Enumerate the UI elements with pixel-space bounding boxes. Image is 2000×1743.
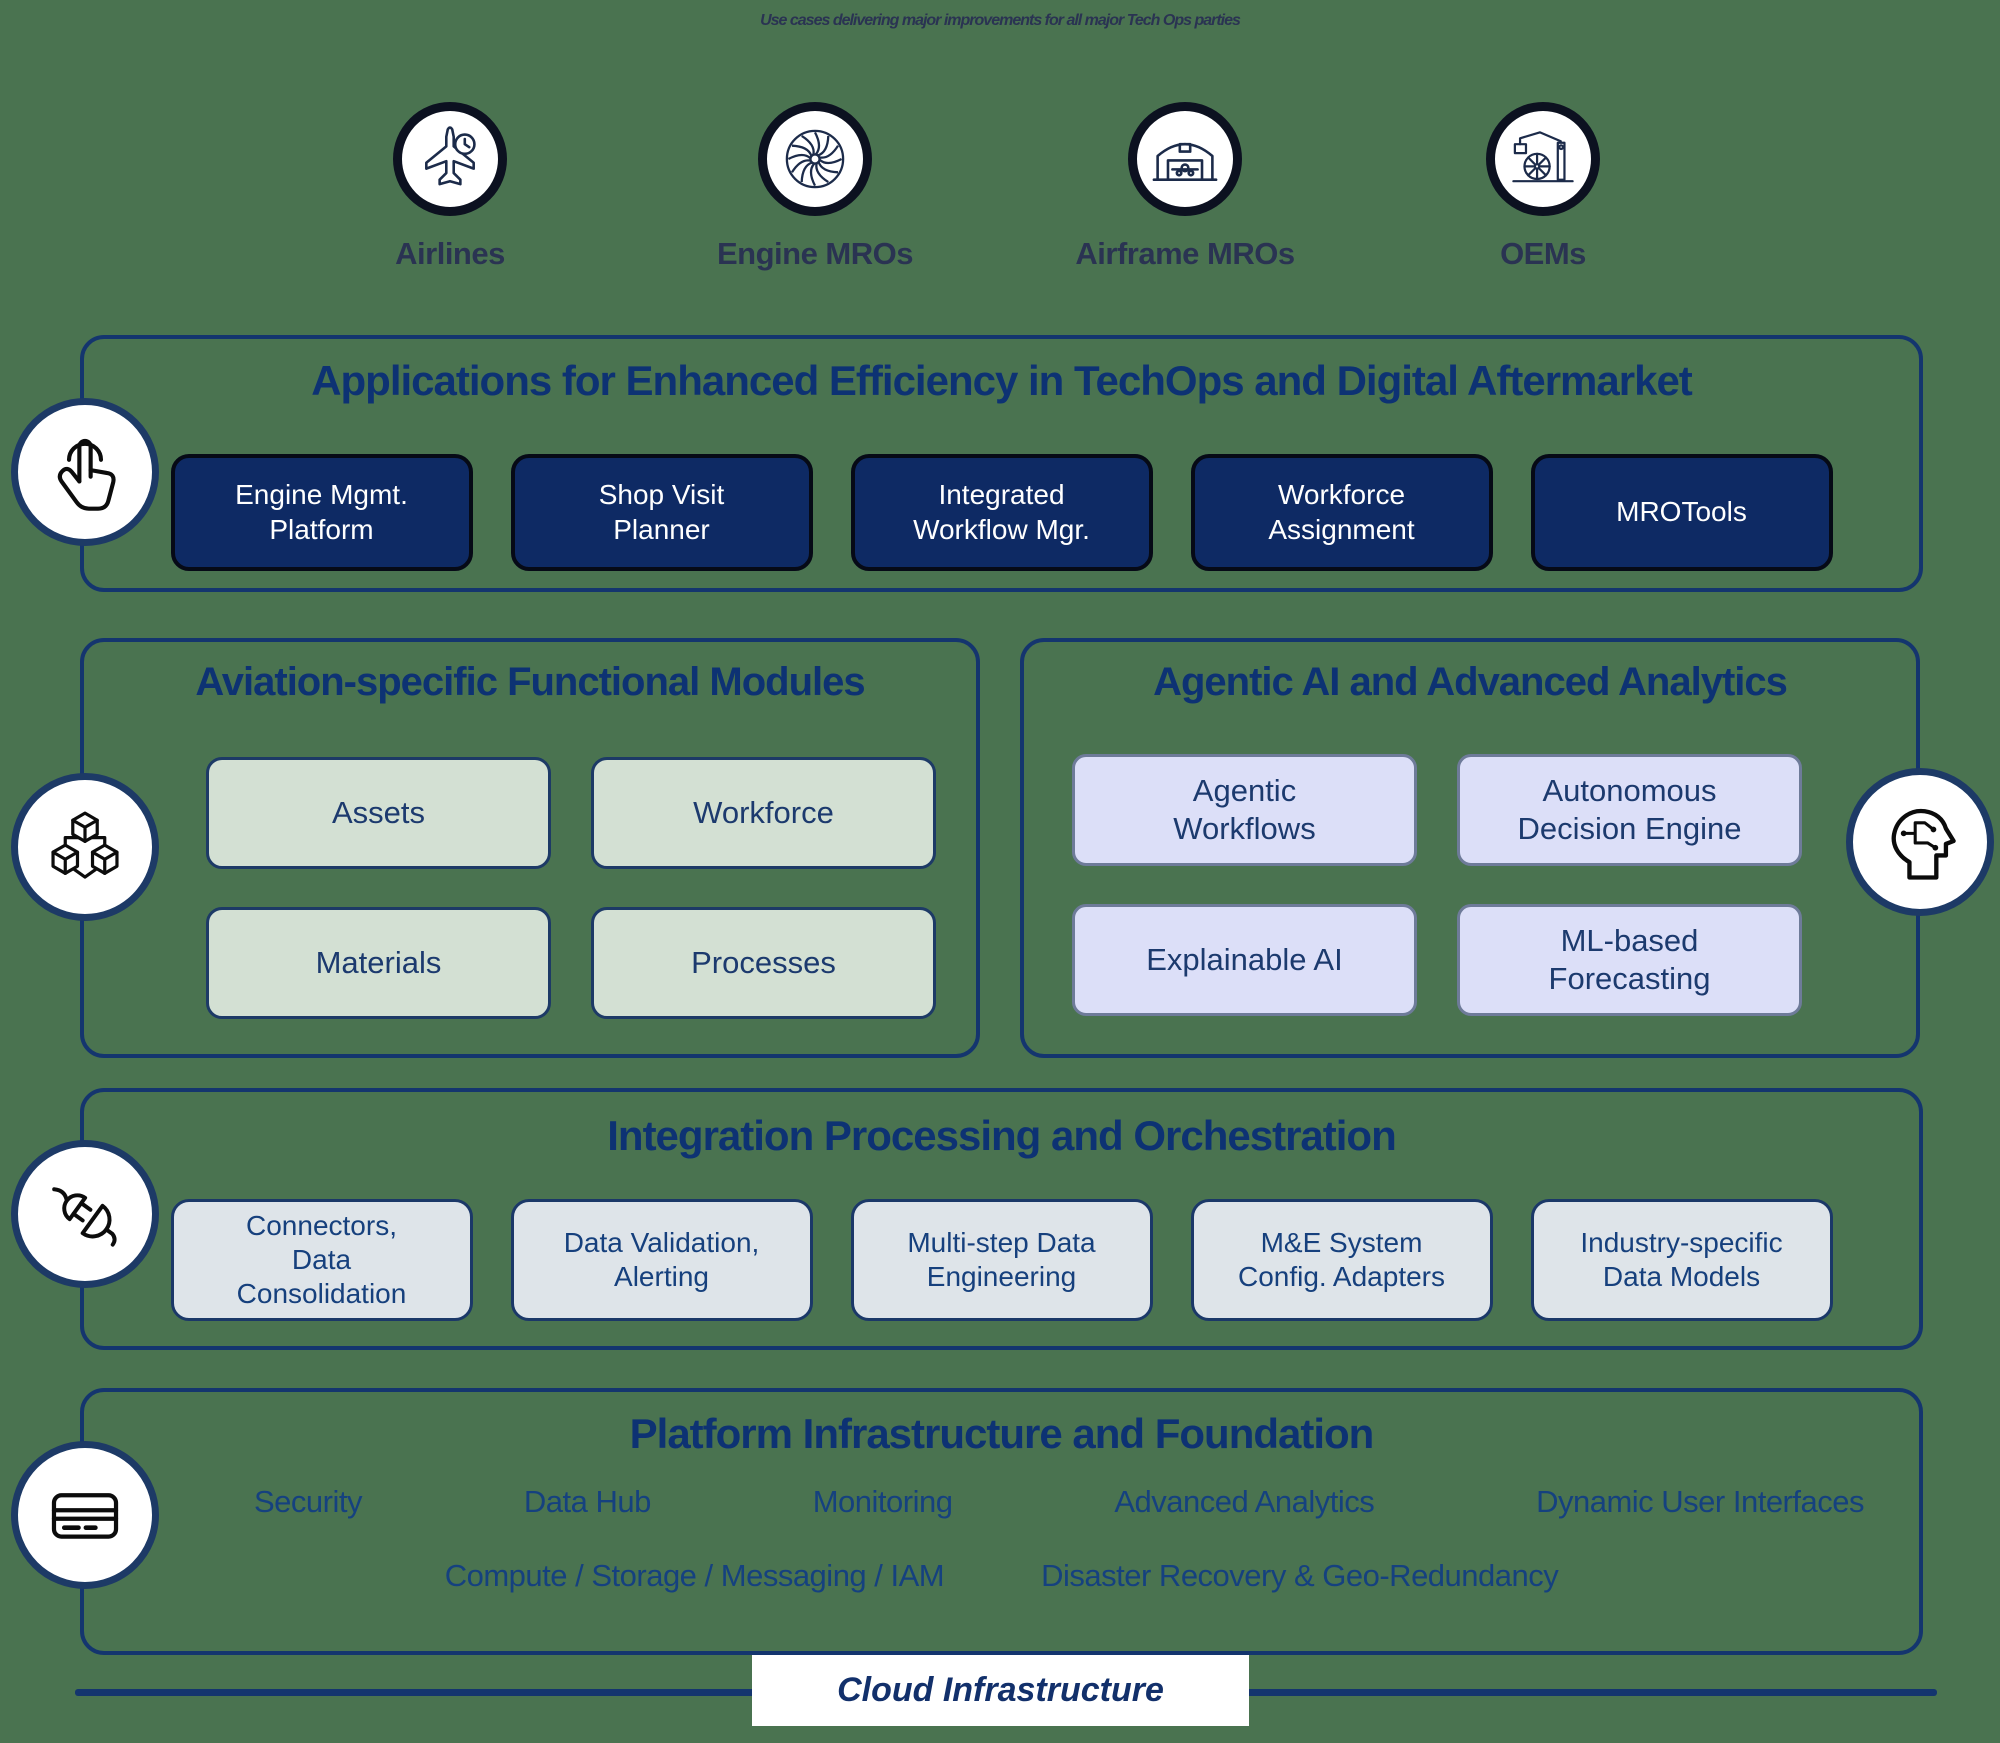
app-engine-mgmt-platform: Engine Mgmt. Platform (170, 454, 473, 571)
ai-explainable-ai: Explainable AI (1072, 904, 1417, 1016)
integration-items: Connectors, Data Consolidation Data Vali… (84, 1199, 1919, 1321)
platform-item-monitoring: Monitoring (812, 1484, 953, 1519)
platform-row2: Compute / Storage / Messaging / IAM Disa… (84, 1558, 1919, 1594)
int-data-validation-alerting: Data Validation, Alerting (510, 1199, 813, 1321)
functional-modules-layer: Aviation-specific Functional Modules Ass… (80, 638, 980, 1058)
party-oems: OEMs (1383, 102, 1703, 272)
platform-item-advanced-analytics: Advanced Analytics (1114, 1484, 1375, 1519)
platform-item-data-hub: Data Hub (523, 1484, 651, 1519)
party-airlines: Airlines (290, 102, 610, 272)
party-label: Airlines (395, 236, 505, 271)
int-me-system-config-adapters: M&E System Config. Adapters (1190, 1199, 1493, 1321)
integration-title: Integration Processing and Orchestration (607, 1112, 1397, 1159)
cubes-icon (11, 773, 159, 921)
ai-ml-based-forecasting: ML-based Forecasting (1457, 904, 1802, 1016)
party-airframe-mros: Airframe MROs (1025, 102, 1345, 272)
applications-items: Engine Mgmt. Platform Shop Visit Planner… (84, 454, 1919, 571)
ai-head-icon (1846, 768, 1994, 916)
party-engine-mros: Engine MROs (655, 102, 975, 272)
touch-click-icon (11, 398, 159, 546)
functional-modules-title: Aviation-specific Functional Modules (195, 660, 865, 704)
int-industry-specific-data-models: Industry-specific Data Models (1530, 1199, 1833, 1321)
applications-layer: Applications for Enhanced Efficiency in … (80, 335, 1923, 592)
module-workforce: Workforce (591, 757, 936, 869)
app-integrated-workflow-mgr: Integrated Workflow Mgr. (850, 454, 1153, 571)
plug-icon (11, 1140, 159, 1288)
ai-agentic-workflows: Agentic Workflows (1072, 754, 1417, 866)
module-assets: Assets (206, 757, 551, 869)
functional-modules-items: Assets Workforce Materials Processes (206, 757, 936, 1019)
int-multi-step-data-engineering: Multi-step Data Engineering (850, 1199, 1153, 1321)
agentic-ai-items: Agentic Workflows Autonomous Decision En… (1072, 754, 1802, 1016)
platform-layer: Platform Infrastructure and Foundation S… (80, 1388, 1923, 1655)
module-materials: Materials (206, 907, 551, 1019)
agentic-ai-title: Agentic AI and Advanced Analytics (1153, 660, 1788, 704)
assembly-robot-icon (1486, 102, 1600, 216)
platform-item-disaster-recovery-geo-redundancy: Disaster Recovery & Geo-Redundancy (1041, 1558, 1559, 1593)
cloud-infrastructure-label: Cloud Infrastructure (752, 1655, 1249, 1726)
applications-layer-title: Applications for Enhanced Efficiency in … (311, 357, 1693, 404)
server-icon (11, 1441, 159, 1589)
app-workforce-assignment: Workforce Assignment (1190, 454, 1493, 571)
ai-autonomous-decision-engine: Autonomous Decision Engine (1457, 754, 1802, 866)
platform-row1: Security Data Hub Monitoring Advanced An… (254, 1484, 1864, 1520)
airplane-clock-icon (393, 102, 507, 216)
integration-layer: Integration Processing and Orchestration… (80, 1088, 1923, 1350)
platform-item-compute-storage-messaging-iam: Compute / Storage / Messaging / IAM (444, 1558, 945, 1593)
platform-item-dynamic-user-interfaces: Dynamic User Interfaces (1536, 1484, 1864, 1519)
app-mrotools: MROTools (1530, 454, 1833, 571)
hangar-aircraft-icon (1128, 102, 1242, 216)
party-label: OEMs (1500, 236, 1586, 271)
diagram-title: Use cases delivering major improvements … (760, 12, 1241, 29)
party-label: Engine MROs (716, 236, 914, 271)
platform-title: Platform Infrastructure and Foundation (629, 1410, 1375, 1457)
app-shop-visit-planner: Shop Visit Planner (510, 454, 813, 571)
int-connectors-data-consolidation: Connectors, Data Consolidation (170, 1199, 473, 1321)
agentic-ai-layer: Agentic AI and Advanced Analytics Agenti… (1020, 638, 1920, 1058)
module-processes: Processes (591, 907, 936, 1019)
party-label: Airframe MROs (1075, 236, 1295, 271)
turbine-fan-icon (758, 102, 872, 216)
platform-item-security: Security (254, 1484, 362, 1519)
